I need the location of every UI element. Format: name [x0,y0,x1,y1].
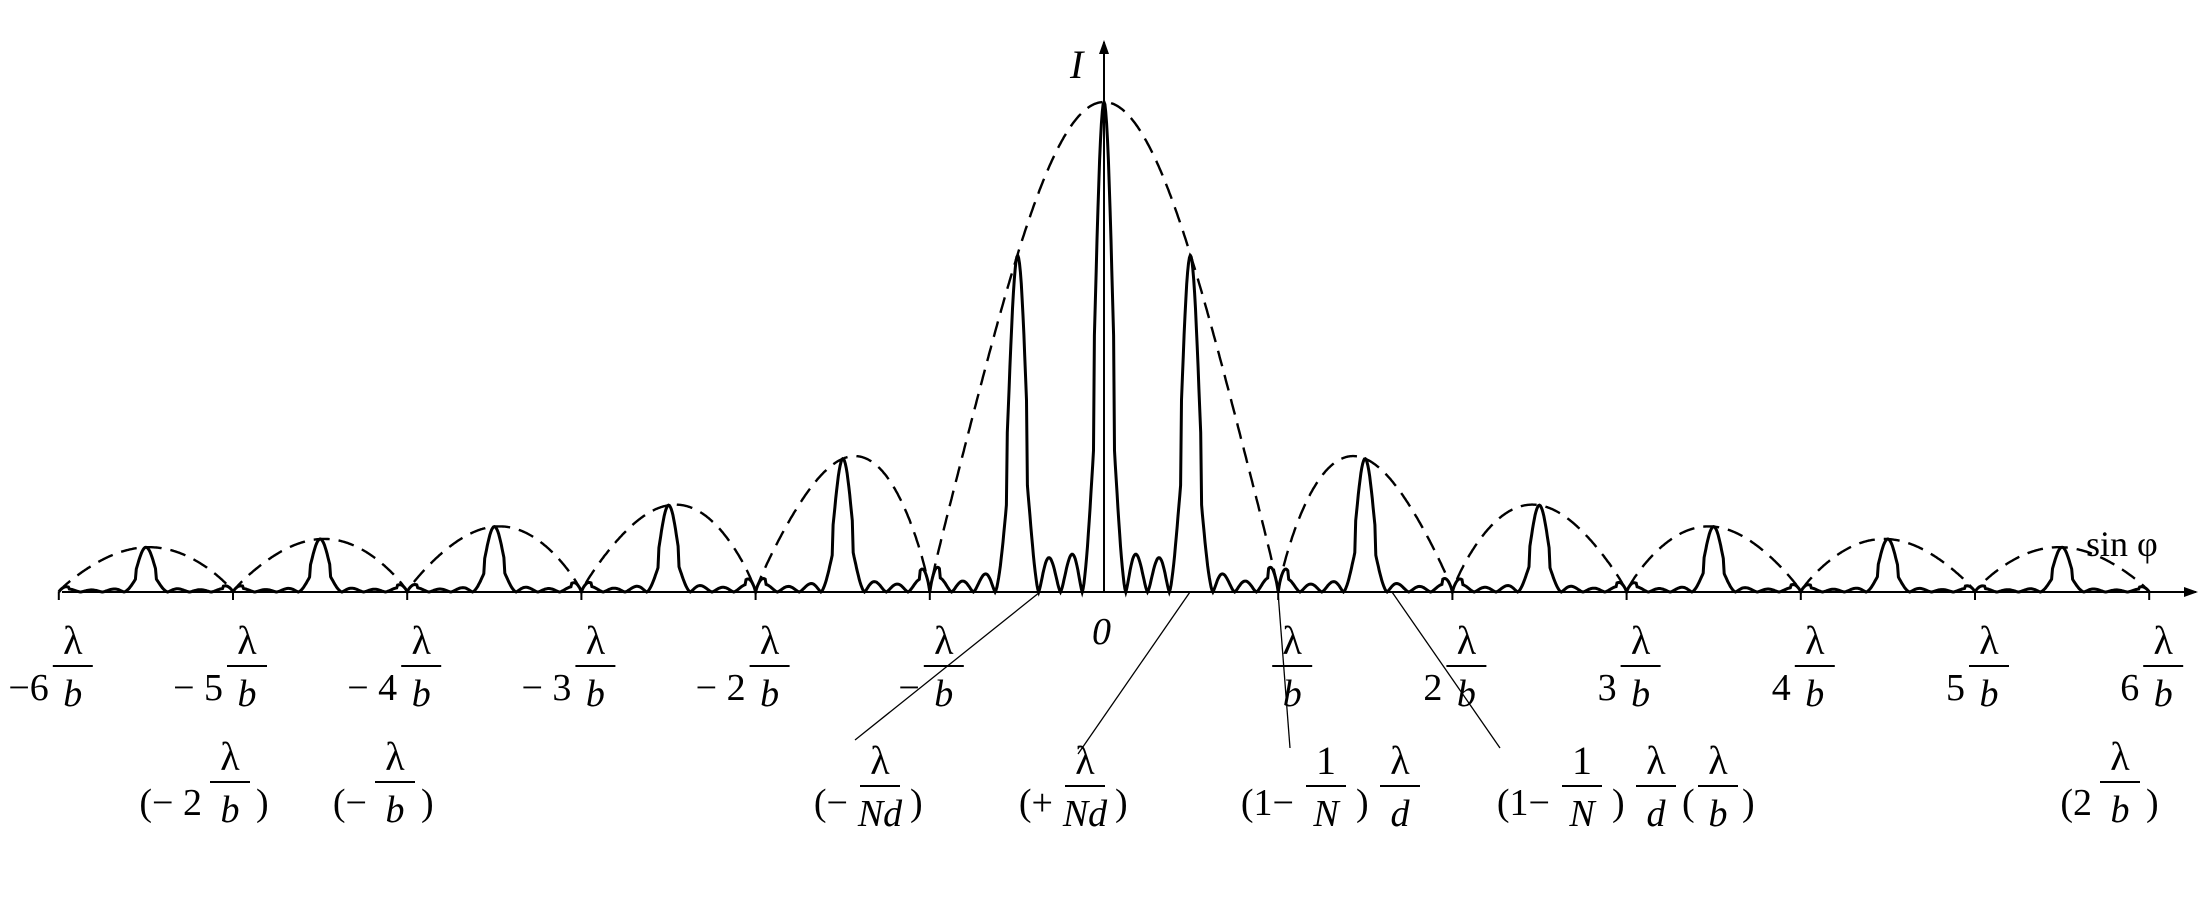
pointer-label-numerator: λ [1075,738,1095,783]
pointer-label-2-denominator: d [1391,793,1411,835]
pointer-label-numerator: 1 [1572,738,1592,783]
pointer-label-denominator: Nd [857,793,903,835]
pointer-label-pre: (1− [1497,782,1550,824]
pointer-label-pre: (1− [1241,782,1294,824]
tick-label-numerator: λ [1282,618,1302,663]
pointer-line-one-minus-1n-lambda-d-lambda-b [1391,591,1501,749]
tick-label-coef: − 3 [521,667,571,709]
pointer-line-plus-lambda-nd [1077,591,1191,755]
tick-label-denominator: b [1457,673,1476,715]
tick-label-coef: − 4 [347,667,397,709]
tick-label-denominator: b [1805,673,1824,715]
secondary-label-denominator: b [221,789,240,831]
pointer-label-2-numerator: λ [1646,738,1666,783]
tick-label-denominator: b [760,673,779,715]
tick-label-coef: − 2 [696,667,746,709]
origin-label: 0 [1092,611,1111,653]
pointer-label-post: ) [1612,782,1625,824]
pointer-label-post3: ) [1742,782,1755,824]
secondary-label-pre: (− 2 [139,782,202,824]
tick-label-coef: 6 [2120,667,2139,709]
pointer-label-3-denominator: b [1709,793,1728,835]
pointer-labels: (−λNd)(+λNd)(1−1N)λd(1−1N)λd(λb) [814,738,1755,835]
secondary-label-post: ) [256,782,269,824]
tick-label-numerator: λ [237,618,257,663]
tick-label-coef: 5 [1946,667,1965,709]
tick-label-coef: 3 [1598,667,1617,709]
secondary-label-pre: (2 [2060,782,2092,824]
tick-label-coef: − 5 [173,667,223,709]
pointer-label-3-numerator: λ [1708,738,1728,783]
tick-label-coef: 2 [1423,667,1442,709]
tick-label-denominator: b [586,673,605,715]
tick-label-numerator: λ [2153,618,2173,663]
tick-label-numerator: λ [1805,618,1825,663]
tick-label-denominator: b [63,673,82,715]
secondary-label-numerator: λ [2110,734,2130,779]
pointer-label-2-denominator: d [1647,793,1667,835]
secondary-label-denominator: b [2111,789,2130,831]
tick-label-numerator: λ [934,618,954,663]
secondary-label-post: ) [421,782,434,824]
tick-label-numerator: λ [1631,618,1651,663]
pointer-label-numerator: λ [870,738,890,783]
tick-label-numerator: λ [586,618,606,663]
tick-label-coef: 4 [1772,667,1791,709]
tick-label-numerator: λ [1457,618,1477,663]
tick-label-denominator: b [412,673,431,715]
tick-label-coef: −6 [8,667,48,709]
secondary-label-pre: (− [333,782,367,824]
secondary-label-denominator: b [386,789,405,831]
secondary-label-post: ) [2146,782,2159,824]
secondary-labels: (− 2λb)(−λb)(2λb) [139,734,2158,831]
pointer-line-one-minus-1n-lambda-d [1277,591,1291,749]
tick-label-coef: − [898,667,919,709]
pointer-label-post2: ( [1682,782,1695,824]
tick-label-denominator: b [238,673,257,715]
pointer-label-numerator: 1 [1316,738,1336,783]
y-axis-label: I [1069,42,1085,87]
pointer-label-denominator: N [1568,793,1597,835]
tick-label-denominator: b [934,673,953,715]
secondary-label-numerator: λ [385,734,405,779]
pointer-label-post: ) [910,782,923,824]
secondary-label-numerator: λ [220,734,240,779]
pointer-label-2-numerator: λ [1390,738,1410,783]
tick-label-denominator: b [1631,673,1650,715]
pointer-label-post: ) [1115,782,1128,824]
pointer-label-post: ) [1356,782,1369,824]
tick-label-denominator: b [1980,673,1999,715]
tick-label-denominator: b [2154,673,2173,715]
tick-label-denominator: b [1283,673,1302,715]
tick-label-numerator: λ [1979,618,1999,663]
pointer-label-pre: (+ [1019,782,1053,824]
tick-label-numerator: λ [411,618,431,663]
pointer-label-pre: (− [814,782,848,824]
pointer-label-denominator: N [1312,793,1341,835]
pointer-label-denominator: Nd [1062,793,1108,835]
tick-label-numerator: λ [760,618,780,663]
x-axis-label: sin φ [2086,524,2158,564]
tick-label-numerator: λ [63,618,83,663]
